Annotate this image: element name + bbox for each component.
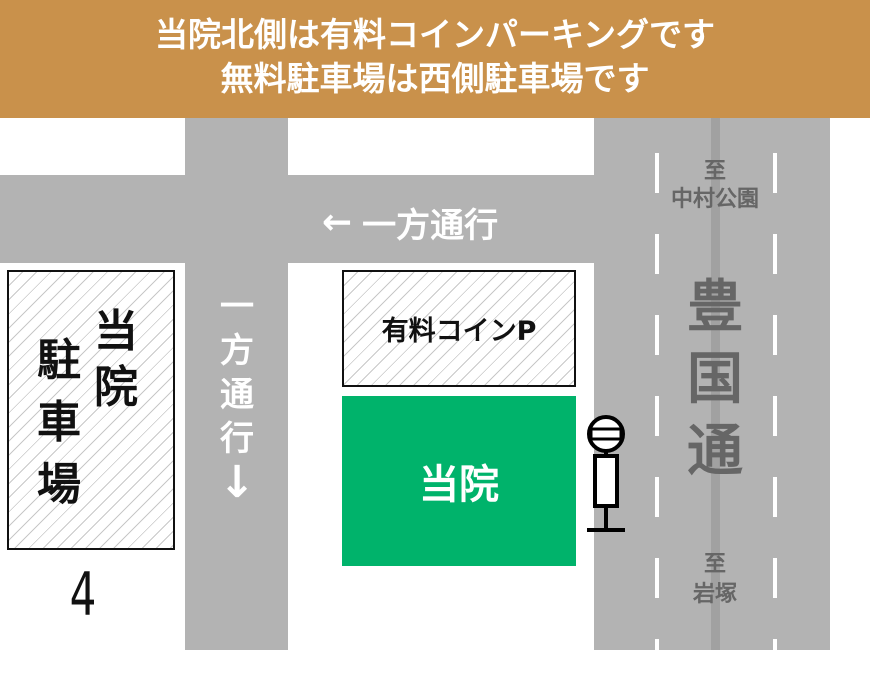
lane-dash xyxy=(773,477,777,517)
lane-dash xyxy=(773,234,777,274)
lane-dash xyxy=(655,477,659,517)
one-way-label-horizontal: ← 一方通行 xyxy=(322,202,499,246)
lane-dash xyxy=(773,396,777,436)
parking-number: 4 xyxy=(69,560,97,630)
lane-dash xyxy=(655,153,659,193)
one-way-label-vertical: 一 方 通 行 ↓ xyxy=(218,287,256,508)
one-way-road-vertical xyxy=(185,118,288,650)
lane-dash xyxy=(773,639,777,679)
direction-south: 至 岩塚 xyxy=(692,552,737,607)
arrow-down-icon: ↓ xyxy=(218,457,256,508)
one-way-road-horizontal xyxy=(0,175,600,263)
banner-line-2: 無料駐車場は西側駐車場です xyxy=(220,59,650,98)
direction-north: 至 中村公園 xyxy=(670,159,759,212)
clinic-parking-label-1: 当 院 xyxy=(94,306,138,413)
lane-dash xyxy=(773,153,777,193)
lane-dash xyxy=(655,315,659,355)
lane-dash xyxy=(655,234,659,274)
banner-line-1: 当院北側は有料コインパーキングです xyxy=(154,15,715,54)
lane-dash xyxy=(655,639,659,679)
lane-dash xyxy=(655,558,659,598)
clinic-building: 当院 xyxy=(342,396,576,566)
coin-parking: 有料コインP xyxy=(342,270,576,387)
clinic-parking-lot: 当 院 駐 車 場 xyxy=(7,270,175,550)
clinic-parking-label-2: 駐 車 場 xyxy=(37,335,81,510)
arrow-left-icon: ← xyxy=(322,202,353,243)
lane-dash xyxy=(655,396,659,436)
road-center-line xyxy=(711,118,720,650)
lane-dash xyxy=(773,558,777,598)
main-road-name: 豊 国 通 xyxy=(687,275,743,484)
lane-dash xyxy=(773,315,777,355)
notice-banner: 当院北側は有料コインパーキングです 無料駐車場は西側駐車場です xyxy=(0,0,870,118)
bus-stop-icon xyxy=(587,415,625,532)
